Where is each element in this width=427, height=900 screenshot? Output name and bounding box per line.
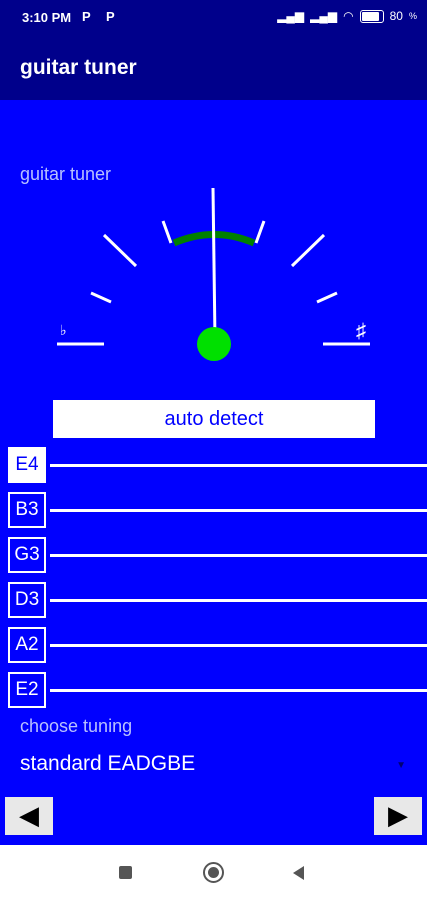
string-button-g3[interactable]: G3 — [8, 537, 46, 573]
string-row-g3: G3 — [8, 537, 427, 577]
string-line — [50, 554, 427, 557]
tuner-meter — [57, 187, 370, 361]
signal-icon: ▂▄▆ — [277, 9, 305, 23]
string-button-e4[interactable]: E4 — [8, 447, 46, 483]
tuner-needle — [211, 187, 217, 341]
string-row-e2: E2 — [8, 672, 427, 712]
dropdown-arrow-icon: ▼ — [396, 760, 406, 771]
choose-tuning-label: choose tuning — [20, 716, 133, 736]
string-line — [50, 464, 427, 467]
string-button-d3[interactable]: D3 — [8, 582, 46, 618]
meter-tick — [316, 291, 338, 304]
system-nav-bar — [0, 845, 427, 900]
sharp-symbol: ♯ — [356, 320, 366, 342]
recents-icon[interactable] — [119, 866, 132, 879]
string-row-a2: A2 — [8, 627, 427, 667]
meter-tick — [102, 233, 138, 268]
string-row-e4: E4 — [8, 447, 427, 487]
signal-icon-2: ▂▄▆ — [310, 9, 338, 23]
meter-tick — [290, 233, 326, 268]
notification-icons: P P — [82, 9, 121, 24]
next-tuning-button[interactable]: ▶ — [374, 797, 422, 835]
string-button-b3[interactable]: B3 — [8, 492, 46, 528]
battery-percent: 80 — [389, 9, 403, 23]
meter-tick — [254, 220, 266, 244]
string-line — [50, 689, 427, 692]
string-button-a2[interactable]: A2 — [8, 627, 46, 663]
battery-icon — [359, 9, 384, 23]
home-icon[interactable] — [203, 862, 224, 883]
needle-pivot — [197, 327, 231, 361]
app-title: guitar tuner — [20, 56, 137, 79]
previous-tuning-button[interactable]: ◀ — [5, 797, 53, 835]
string-row-b3: B3 — [8, 492, 427, 532]
back-icon[interactable] — [293, 866, 304, 880]
auto-detect-button[interactable]: auto detect — [53, 400, 375, 438]
string-button-e2[interactable]: E2 — [8, 672, 46, 708]
status-bar: 3:10 PM P P ▂▄▆ ▂▄▆ ◠ 80% — [0, 0, 427, 34]
string-line — [50, 509, 427, 512]
string-line — [50, 644, 427, 647]
meter-tick — [90, 291, 112, 304]
tuning-selected-value: standard EADGBE — [20, 752, 196, 775]
meter-label: guitar tuner — [20, 164, 112, 184]
status-time: 3:10 PM — [22, 10, 72, 25]
string-row-d3: D3 — [8, 582, 427, 622]
wifi-icon: ◠ — [343, 9, 354, 23]
app-bar: guitar tuner — [0, 34, 427, 100]
tuning-dropdown[interactable]: standard EADGBE ▼ — [20, 752, 412, 784]
string-line — [50, 599, 427, 602]
meter-tick — [161, 220, 173, 244]
flat-symbol: ♭ — [60, 322, 67, 338]
